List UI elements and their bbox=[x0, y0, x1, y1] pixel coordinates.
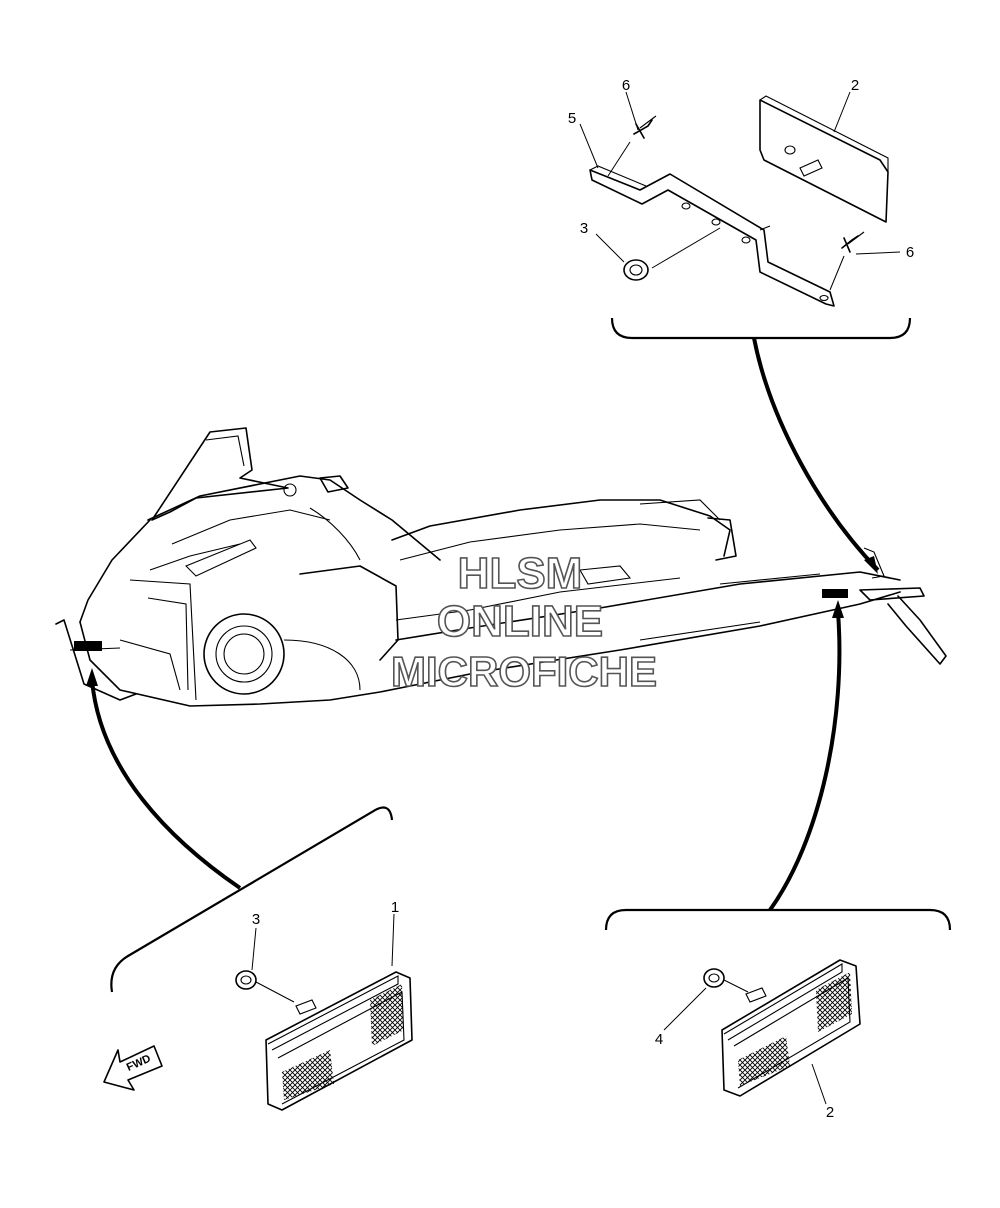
nut-part-right bbox=[703, 968, 725, 988]
right-inset: 4 2 bbox=[604, 908, 952, 1121]
watermark: HLSM ONLINE MICROFICHE bbox=[390, 548, 658, 696]
callout-top-6a: 6 bbox=[622, 77, 630, 94]
rivet-lower bbox=[841, 231, 865, 253]
fwd-label: FWD bbox=[125, 1053, 153, 1074]
callout-left-1: 1 bbox=[391, 899, 399, 916]
watermark-line-3: MICROFICHE bbox=[391, 648, 657, 695]
nut-part-left bbox=[235, 970, 257, 990]
callout-top-3: 3 bbox=[580, 220, 588, 237]
callout-right-4: 4 bbox=[655, 1031, 663, 1048]
callout-top-5: 5 bbox=[568, 110, 576, 127]
license-plate-part bbox=[759, 95, 889, 223]
watermark-line-1: HLSM bbox=[458, 549, 583, 598]
fwd-arrow-icon: FWD bbox=[103, 1045, 163, 1091]
nut-part-top bbox=[623, 259, 649, 281]
front-reflector-location-marker bbox=[74, 641, 102, 651]
connector-lines bbox=[86, 337, 880, 912]
bracket-part bbox=[589, 165, 835, 307]
rear-reflector-part bbox=[721, 959, 861, 1097]
front-reflector-part bbox=[265, 971, 413, 1111]
callout-top-6b: 6 bbox=[906, 244, 914, 261]
watermark-line-2: ONLINE bbox=[437, 597, 603, 646]
callout-left-3: 3 bbox=[252, 911, 260, 928]
top-inset: 5 6 2 3 6 bbox=[568, 77, 914, 340]
snowmobile-outline bbox=[55, 427, 947, 707]
rear-reflector-location-marker bbox=[822, 589, 848, 598]
left-inset: 3 1 FWD bbox=[103, 806, 413, 1111]
callout-top-2: 2 bbox=[851, 77, 859, 94]
callout-right-2: 2 bbox=[826, 1104, 834, 1121]
